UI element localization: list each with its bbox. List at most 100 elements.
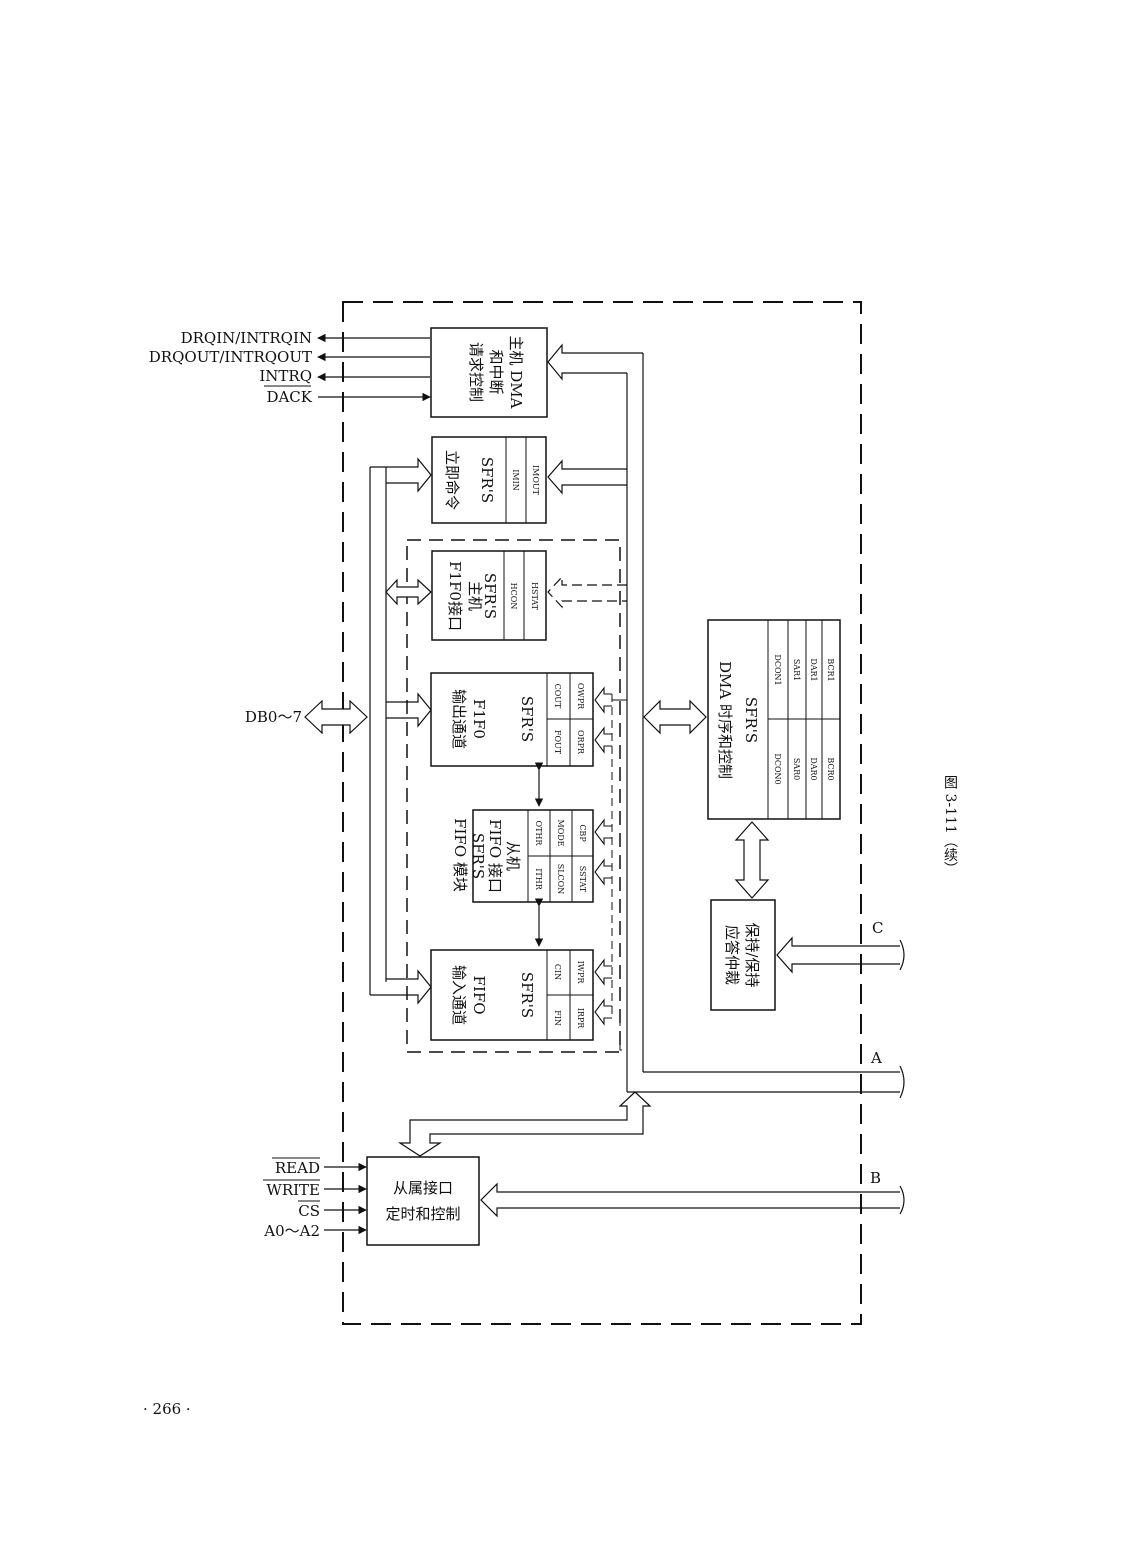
fifo-out-line2: 输出通道 [450,689,468,749]
signal-write: WRITE [266,1181,320,1199]
slave-if-line2: 定时和控制 [385,1205,460,1223]
fifo-in-line1: FIFO [470,975,488,1014]
fifo-input-channel-block: FIFO 输入通道 SFR'S CIN IWPR FIN IRPR [430,949,594,1041]
reg-irpr: IRPR [576,1008,585,1030]
host-fifo-line1: 主机 [466,581,484,611]
bus-c [776,936,900,974]
reg-bcr0: BCR0 [826,757,835,780]
bus-c-break [899,939,905,971]
fifo-module-label: FIFO 模块 [451,818,469,892]
dma-timing-sfr: SFR'S [742,697,760,743]
hold-ack-arbiter-block: 保持/保持 应答仲裁 [710,899,776,1011]
slave-fifo-sfr: SFR'S [469,833,487,879]
bus-to-immediate [370,457,432,493]
ctrl-to-fifo-in-a [594,958,612,986]
slave-interface-block: 从属接口 定时和控制 [366,1156,480,1246]
immediate-command-block: 立即命令 SFR'S IMIN IMOUT [431,436,547,524]
host-fifo-interface-block: 主机 F1F0接口 SFR'S HCON HSTAT [431,550,547,641]
reg-orpr: ORPR [576,730,585,755]
reg-ithr: ITHR [534,868,543,890]
ctrl-to-slave-a [594,818,612,846]
bus-to-fifo-in [370,969,432,1005]
signal-read: READ [275,1159,320,1177]
reg-sar0: SAR0 [792,758,801,780]
hold-ack-line2: 应答仲裁 [723,925,741,985]
signal-dack: DACK [266,388,312,406]
slave-fifo-line1: 从机 [504,841,522,871]
slave-fifo-interface-block: 从机 FIFO 接口 SFR'S OTHR MODE CBP ITHR SLCO… [469,809,594,903]
ctrl-to-fifo-out-a [594,686,612,714]
slave-if-line1: 从属接口 [393,1179,453,1197]
reg-mode: MODE [556,819,565,846]
dma-timing-control-block: DMA 时序和控制 SFR'S DCON1 SAR1 DAR1 BCR1 DCO… [707,619,841,820]
fifo-out-sfr: SFR'S [518,696,536,742]
reg-cbp: CBP [578,824,587,842]
bus-to-fifo-out [386,692,432,728]
reg-iwpr: IWPR [576,961,585,985]
reg-dar0: DAR0 [809,757,818,780]
reg-imin: IMIN [511,469,520,491]
reg-fout: FOUT [553,730,562,755]
db-bus-arrow [304,699,368,735]
reg-hcon: HCON [509,583,518,610]
ctrl-to-slave-b [594,858,612,886]
bus-b [480,1182,900,1218]
label-bus-c: C [872,919,883,937]
figure-caption: 图 3-111（续） [942,775,958,876]
signal-addr: A0～A2 [263,1222,320,1240]
dma-to-hold-arbiter [734,821,770,899]
signal-intrq: INTRQ [259,367,312,385]
chip-boundary [342,301,862,1325]
reg-othr: OTHR [534,821,543,847]
fifo-in-sfr: SFR'S [518,972,536,1018]
bus-to-host-dma [547,343,643,381]
label-bus-b: B [870,1169,881,1187]
reg-hstat: HSTAT [530,582,539,611]
reg-owpr: OWPR [576,683,585,710]
reg-imout: IMOUT [531,465,540,496]
dma-timing-title: DMA 时序和控制 [716,661,734,779]
immediate-sfr: SFR'S [478,457,496,503]
reg-bcr1: BCR1 [826,658,835,681]
internal-data-bus [369,467,387,995]
bus-to-host-fifo [385,578,432,606]
ctrl-to-fifo-out-b [594,726,612,754]
fifo-ctrl-ladder [611,694,627,1051]
reg-fin: FIN [553,1010,562,1026]
bus-b-break [899,1185,905,1215]
bus-a-break [899,1065,905,1099]
host-dma-line3: 请求控制 [467,342,485,402]
ctrl-to-immediate [547,459,627,495]
host-dma-interrupt-block: 主机 DMA 和中断 请求控制 [430,327,548,418]
signal-cs: CS [298,1202,320,1220]
immediate-title: 立即命令 [443,450,461,510]
fifo-module-boundary [406,539,621,1053]
reg-dcon1: DCON1 [773,654,782,685]
reg-sstat: SSTAT [578,866,587,893]
page-number: · 266 · [143,1400,191,1418]
host-fifo-line2: F1F0接口 [446,561,464,631]
reg-dcon0: DCON0 [773,753,782,784]
host-fifo-sfr: SFR'S [481,573,499,619]
reg-slcon: SLCON [556,864,565,894]
signal-drqin: DRQIN/INTRQIN [181,329,312,347]
ctrl-to-host-fifo [547,575,627,609]
hold-ack-line1: 保持/保持 [743,922,761,987]
ctrl-to-dma-timing [643,699,707,735]
fifo-in-line2: 输入通道 [450,965,468,1025]
fifo-out-line1: F1F0 [470,699,488,739]
reg-sar1: SAR1 [792,659,801,681]
ctrl-to-fifo-in-b [594,998,612,1026]
slave-fifo-line2: FIFO 接口 [486,819,504,893]
label-bus-a: A [870,1049,882,1067]
fifo-output-channel-block: F1F0 输出通道 SFR'S COUT OWPR FOUT ORPR [430,672,594,767]
control-bus-vertical [626,353,644,1092]
host-dma-line2: 和中断 [487,349,505,394]
reg-dar1: DAR1 [809,658,818,681]
signal-db: DB0～7 [245,708,302,726]
signal-drqout: DRQOUT/INTRQOUT [149,348,312,366]
bus-to-slave-if [397,1091,652,1157]
reg-cin: CIN [553,964,562,980]
bus-a [627,1071,900,1093]
